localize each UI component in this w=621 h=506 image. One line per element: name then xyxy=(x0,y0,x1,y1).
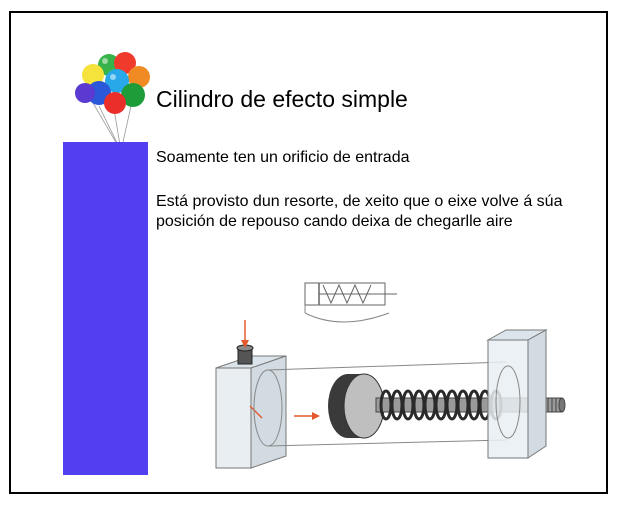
bullet-1: Soamente ten un orificio de entrada xyxy=(156,149,410,166)
slide: Cilindro de efecto simple Soamente ten u… xyxy=(9,11,608,494)
cylinder-illustration xyxy=(215,320,566,469)
side-bar xyxy=(63,142,148,475)
balloons-icon xyxy=(75,52,150,152)
cylinder-symbol xyxy=(304,282,397,323)
bullet-2: Está provisto dun resorte, de xeito que … xyxy=(156,193,563,230)
slide-title: Cilindro de efecto simple xyxy=(156,86,408,112)
